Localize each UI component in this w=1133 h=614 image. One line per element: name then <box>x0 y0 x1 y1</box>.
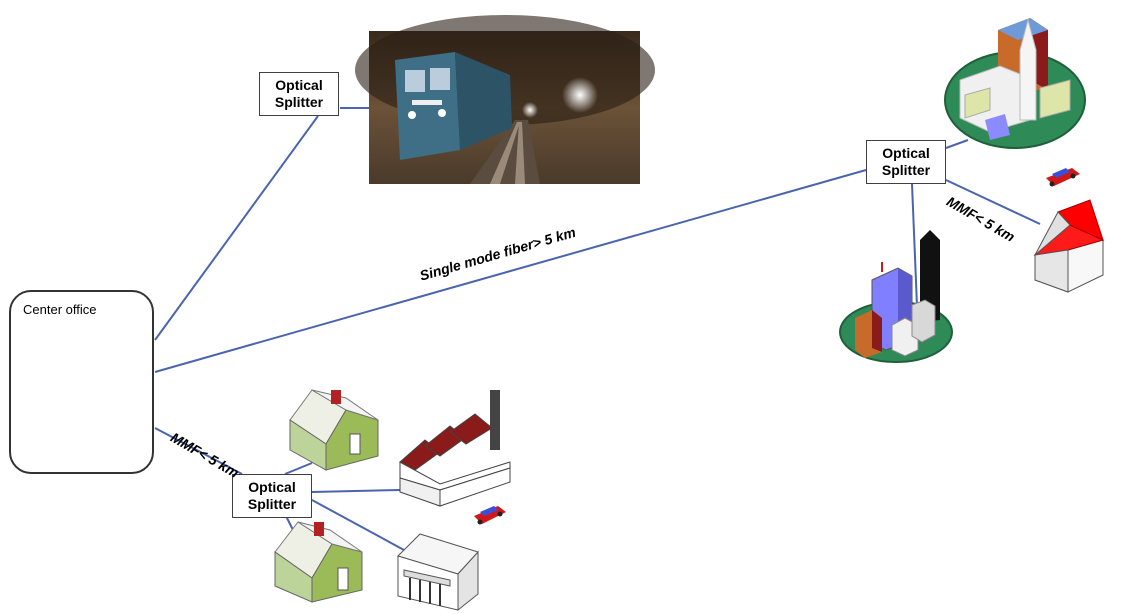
bank-building-icon <box>397 533 479 612</box>
optical-splitter-tunnel: Optical Splitter <box>259 72 339 116</box>
car-icon-local <box>474 506 506 525</box>
center-office-label: Center office <box>23 302 97 317</box>
fiber-city-to-island-bottom <box>911 183 918 307</box>
optical-splitter-city: Optical Splitter <box>866 140 946 184</box>
splitter-line2: Splitter <box>881 162 931 178</box>
city-island-icon <box>839 230 953 363</box>
house-icon-red-roof <box>1033 199 1105 293</box>
fiber-co-to-tunnel-splitter <box>154 115 319 341</box>
center-office-box: Center office <box>9 290 154 474</box>
castle-island-icon <box>944 18 1086 149</box>
fiber-city-to-island-top <box>945 139 969 149</box>
fiber-single-mode <box>154 169 867 373</box>
splitter-line1: Optical <box>275 77 323 93</box>
splitter-line1: Optical <box>882 145 930 161</box>
house-icon-local-bottom <box>274 521 363 603</box>
fiber-city-to-house <box>945 179 1041 225</box>
optical-splitter-local: Optical Splitter <box>232 474 312 518</box>
train-tunnel-image <box>355 15 655 184</box>
fiber-co-to-local-splitter <box>154 427 243 475</box>
splitter-line2: Splitter <box>274 94 324 110</box>
fiber-local-to-bank <box>311 499 405 551</box>
factory-icon <box>399 390 511 507</box>
splitter-line1: Optical <box>248 479 296 495</box>
fiber-local-to-house-top <box>284 462 313 475</box>
fiber-local-to-factory <box>311 489 401 493</box>
house-icon-local-top <box>289 389 379 471</box>
fiber-local-to-house-bottom <box>285 515 294 531</box>
splitter-line2: Splitter <box>247 496 297 512</box>
car-icon-city <box>1046 168 1080 187</box>
